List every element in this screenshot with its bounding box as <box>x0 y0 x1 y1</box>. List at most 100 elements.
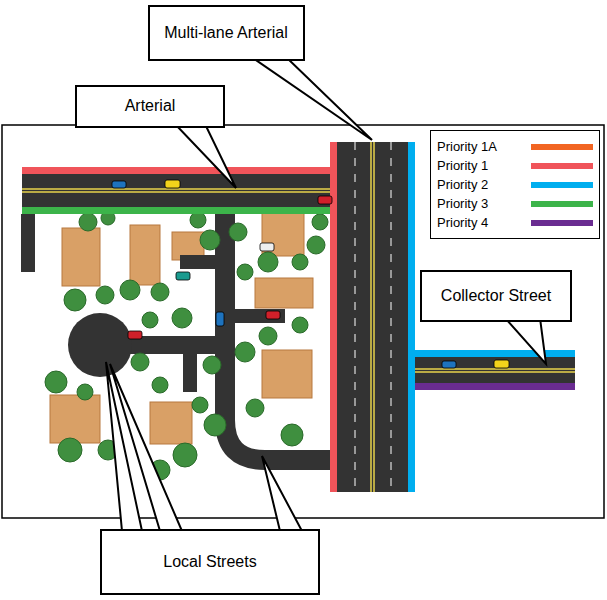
tree <box>190 212 206 228</box>
priority-band <box>415 350 575 357</box>
tree <box>258 252 278 272</box>
lane-line <box>355 142 356 492</box>
tree <box>292 317 308 333</box>
legend-text: Priority 1 <box>437 158 488 173</box>
tree <box>292 254 308 270</box>
car <box>442 361 456 368</box>
center-line <box>370 142 372 492</box>
car <box>176 272 190 280</box>
callout-box: Multi-lane Arterial <box>148 5 305 61</box>
tree <box>142 312 158 328</box>
car <box>165 180 180 188</box>
car <box>128 331 142 339</box>
tree <box>79 213 97 231</box>
legend-row: Priority 1A <box>437 137 593 156</box>
arterial-road <box>22 167 332 214</box>
road-surface <box>337 142 408 492</box>
callout-pointer <box>505 318 546 364</box>
center-line <box>22 188 332 190</box>
center-line <box>415 371 575 373</box>
legend-box: Priority 1A Priority 1 Priority 2 Priority … <box>430 130 600 239</box>
callout-pointer <box>175 124 236 188</box>
callout-pointer <box>110 364 182 531</box>
tree <box>172 308 192 328</box>
cul-de-sac <box>68 313 132 377</box>
tree <box>204 414 226 436</box>
local-street <box>21 214 35 272</box>
priority-band <box>415 383 575 390</box>
callout-text: Multi-lane Arterial <box>164 24 288 42</box>
callout-pointer <box>262 456 302 531</box>
house <box>130 225 160 285</box>
multi-lane-arterial-road <box>330 142 415 492</box>
legend-text: Priority 2 <box>437 177 488 192</box>
tree <box>200 230 220 250</box>
house <box>150 402 192 444</box>
tree <box>64 289 86 311</box>
house <box>262 350 312 398</box>
tree <box>152 377 168 393</box>
legend-row: Priority 1 <box>437 156 593 175</box>
car <box>318 196 332 204</box>
callout-text: Collector Street <box>441 287 551 305</box>
priority-band <box>330 142 337 492</box>
priority-band <box>22 207 332 214</box>
tree <box>307 236 325 254</box>
local-streets <box>28 208 332 460</box>
callout-box: Local Streets <box>100 529 320 595</box>
legend-row: Priority 2 <box>437 175 593 194</box>
tree <box>96 286 114 304</box>
tree <box>312 214 328 230</box>
car <box>260 243 274 251</box>
local-street <box>225 309 285 323</box>
house <box>50 395 100 443</box>
tree <box>151 283 169 301</box>
callout-text: Local Streets <box>163 553 256 571</box>
legend-swatch <box>531 201 593 207</box>
car <box>112 181 126 188</box>
car <box>266 311 280 319</box>
lane-line <box>391 142 392 492</box>
center-line <box>415 368 575 370</box>
collector-road <box>415 350 575 390</box>
trees <box>45 211 328 480</box>
callout-pointer <box>250 56 372 140</box>
tree <box>235 342 255 362</box>
tree <box>58 438 82 462</box>
local-street <box>180 255 225 269</box>
tree <box>45 371 67 393</box>
tree <box>229 223 247 241</box>
house <box>62 228 100 286</box>
legend-row: Priority 3 <box>437 194 593 213</box>
callout-box: Arterial <box>75 85 225 128</box>
tree <box>203 356 221 374</box>
tree <box>237 264 253 280</box>
legend-swatch <box>531 144 593 150</box>
center-line <box>22 191 332 193</box>
legend-text: Priority 3 <box>437 196 488 211</box>
tree <box>120 280 140 300</box>
houses <box>50 212 313 444</box>
legend-swatch <box>531 220 593 226</box>
legend-text: Priority 1A <box>437 139 497 154</box>
car <box>216 312 224 326</box>
tree <box>131 353 149 371</box>
legend-text: Priority 4 <box>437 215 488 230</box>
road-surface <box>22 174 332 207</box>
map-frame <box>2 125 604 518</box>
tree <box>192 397 208 413</box>
local-street <box>183 345 197 392</box>
tree <box>259 327 277 345</box>
tree <box>281 424 303 446</box>
tree <box>246 399 264 417</box>
tree <box>77 384 93 400</box>
tree <box>173 443 197 467</box>
legend-swatch <box>531 182 593 188</box>
priority-band <box>408 142 415 492</box>
callout-text: Arterial <box>125 97 176 115</box>
priority-band <box>22 167 332 174</box>
legend-row: Priority 4 <box>437 213 593 232</box>
center-line <box>373 142 375 492</box>
legend-swatch <box>531 163 593 169</box>
